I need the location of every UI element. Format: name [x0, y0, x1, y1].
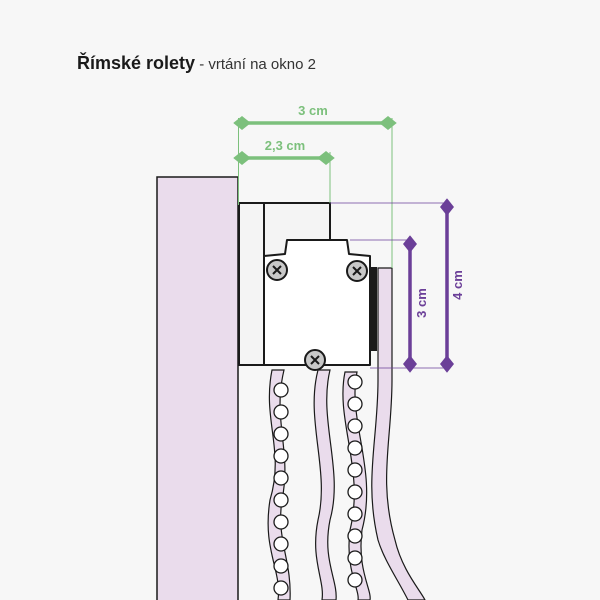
width-dimensions	[233, 116, 397, 268]
screw-icon	[266, 259, 368, 371]
width-outer-label: 3 cm	[298, 103, 328, 118]
page-title: Římské rolety - vrtání na okno 2	[77, 53, 316, 74]
width-inner-label: 2,3 cm	[265, 138, 305, 153]
height-inner-label: 3 cm	[414, 288, 429, 318]
title-subtitle: - vrtání na okno 2	[195, 56, 316, 73]
title-bold: Římské rolety	[77, 53, 196, 73]
bead-chain-left	[273, 382, 289, 596]
window-frame	[156, 176, 239, 600]
height-outer-label: 4 cm	[450, 270, 465, 300]
height-dimensions	[330, 198, 454, 373]
bead-chain-right	[347, 374, 363, 588]
mechanism-body	[263, 239, 371, 366]
